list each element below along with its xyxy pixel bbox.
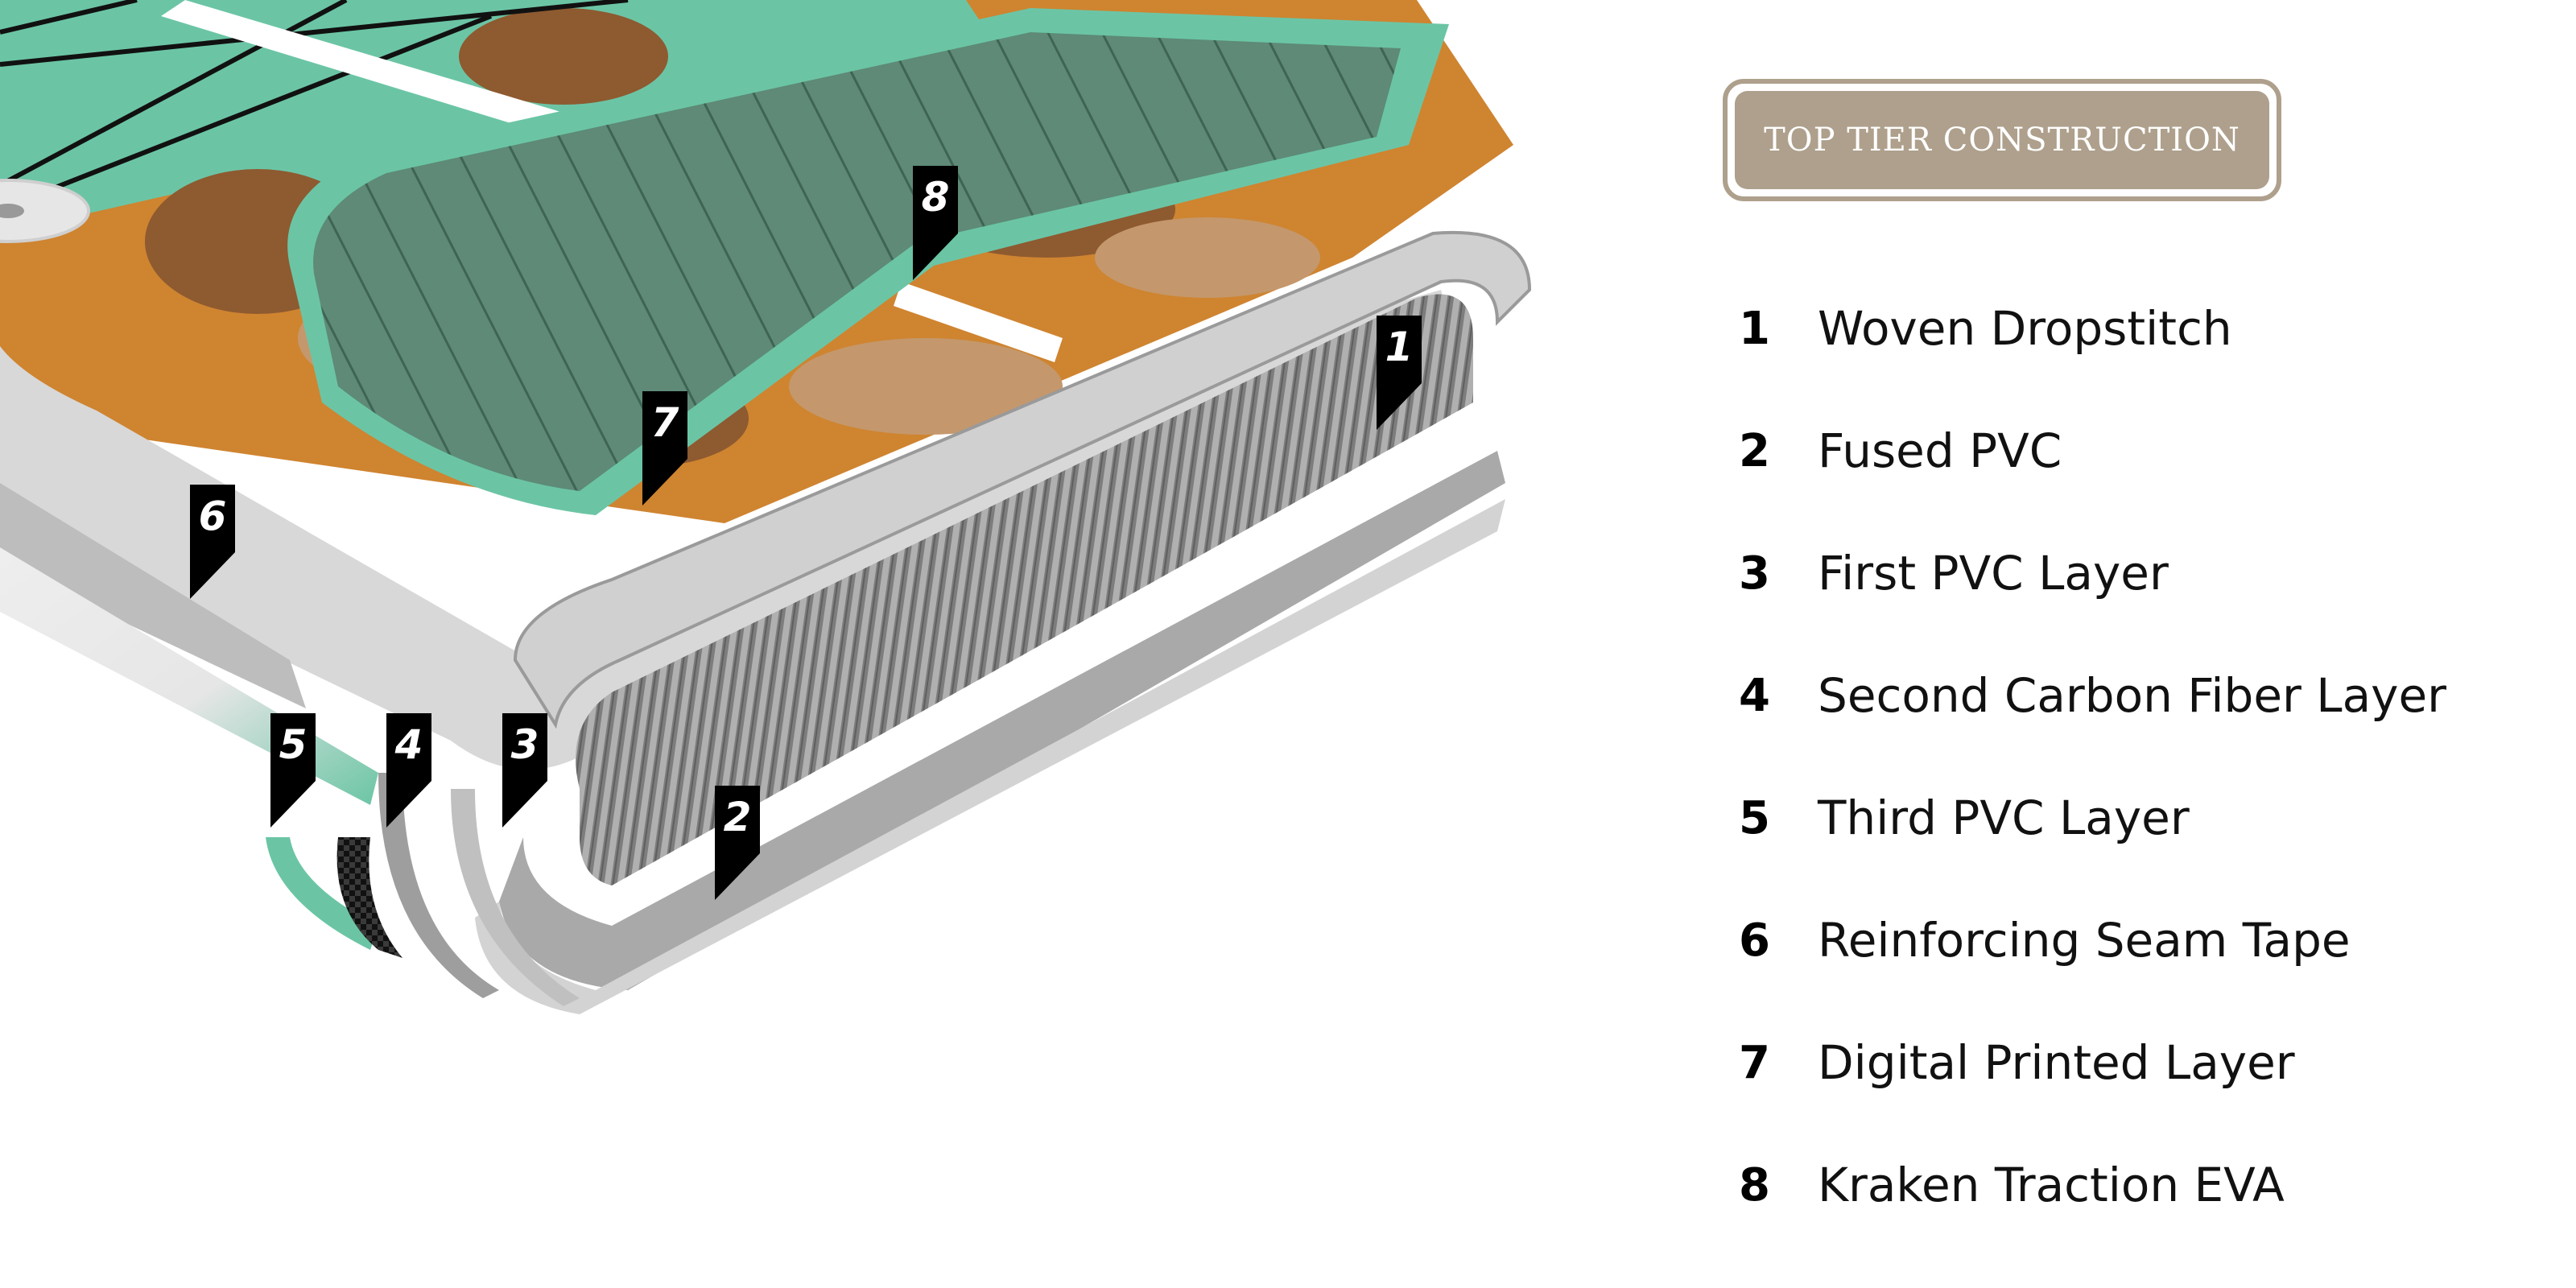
legend-item: 6 Reinforcing Seam Tape	[1739, 879, 2544, 1001]
svg-text:8: 8	[922, 174, 950, 221]
legend-label: Fused PVC	[1818, 423, 2062, 478]
layer-legend: 1 Woven Dropstitch 2 Fused PVC 3 First P…	[1739, 267, 2544, 1246]
badge-title: TOP TIER CONSTRUCTION	[1735, 91, 2269, 189]
pin-marker-icon	[386, 713, 431, 828]
marker-7: 7	[642, 391, 687, 506]
layer-first-pvc	[451, 789, 580, 1006]
legend-item: 8 Kraken Traction EVA	[1739, 1124, 2544, 1246]
section-badge: TOP TIER CONSTRUCTION	[1723, 79, 2281, 201]
legend-item: 1 Woven Dropstitch	[1739, 267, 2544, 390]
svg-text:5: 5	[279, 721, 308, 768]
dropstitch-core	[576, 294, 1473, 886]
legend-number: 5	[1739, 791, 1770, 844]
board-cutaway-diagram: OMS 8 7 6 1 5 4 3 2	[0, 0, 1532, 1014]
marker-2: 2	[715, 786, 760, 900]
legend-label: Reinforcing Seam Tape	[1818, 913, 2351, 968]
legend-number: 7	[1739, 1036, 1770, 1089]
rail-band	[0, 483, 306, 708]
marker-4: 4	[386, 713, 431, 828]
pin-marker-icon	[502, 713, 547, 828]
svg-text:3: 3	[511, 721, 539, 768]
svg-text:1: 1	[1385, 324, 1414, 370]
top-pvc-cap	[513, 230, 1532, 729]
legend-item: 5 Third PVC Layer	[1739, 757, 2544, 879]
legend-label: Kraken Traction EVA	[1818, 1158, 2285, 1212]
marker-6: 6	[190, 485, 235, 599]
legend-label: Second Carbon Fiber Layer	[1818, 668, 2447, 723]
svg-text:7: 7	[651, 399, 679, 446]
pin-marker-icon	[190, 485, 235, 599]
traction-pad	[313, 32, 1401, 491]
legend-number: 2	[1739, 424, 1770, 477]
pin-marker-icon	[1377, 316, 1422, 430]
svg-text:6: 6	[199, 493, 227, 539]
legend-number: 4	[1739, 669, 1770, 722]
legend-number: 8	[1739, 1158, 1770, 1212]
legend-item: 3 First PVC Layer	[1739, 512, 2544, 634]
legend-number: 1	[1739, 302, 1770, 355]
legend-label: Third PVC Layer	[1818, 791, 2190, 845]
pin-marker-icon	[715, 786, 760, 900]
legend-label: First PVC Layer	[1818, 546, 2169, 601]
legend-label: Digital Printed Layer	[1818, 1035, 2295, 1090]
marker-3: 3	[502, 713, 547, 828]
marker-5: 5	[270, 713, 316, 828]
marker-1: 1	[1377, 316, 1422, 430]
legend-item: 2 Fused PVC	[1739, 390, 2544, 512]
layer-third-pvc	[266, 837, 378, 950]
legend-number: 3	[1739, 547, 1770, 600]
side-rail	[0, 290, 1457, 770]
legend-item: 7 Digital Printed Layer	[1739, 1001, 2544, 1124]
legend-number: 6	[1739, 914, 1770, 967]
svg-text:2: 2	[724, 794, 752, 840]
deck-mount-icon	[0, 179, 90, 243]
legend-label: Woven Dropstitch	[1818, 301, 2232, 356]
layer-carbon	[336, 837, 402, 958]
pin-marker-icon	[642, 391, 687, 506]
svg-text:4: 4	[394, 721, 423, 768]
marker-8: 8	[913, 166, 958, 280]
legend-item: 4 Second Carbon Fiber Layer	[1739, 634, 2544, 757]
pin-marker-icon	[913, 166, 958, 280]
pin-marker-icon	[270, 713, 316, 828]
